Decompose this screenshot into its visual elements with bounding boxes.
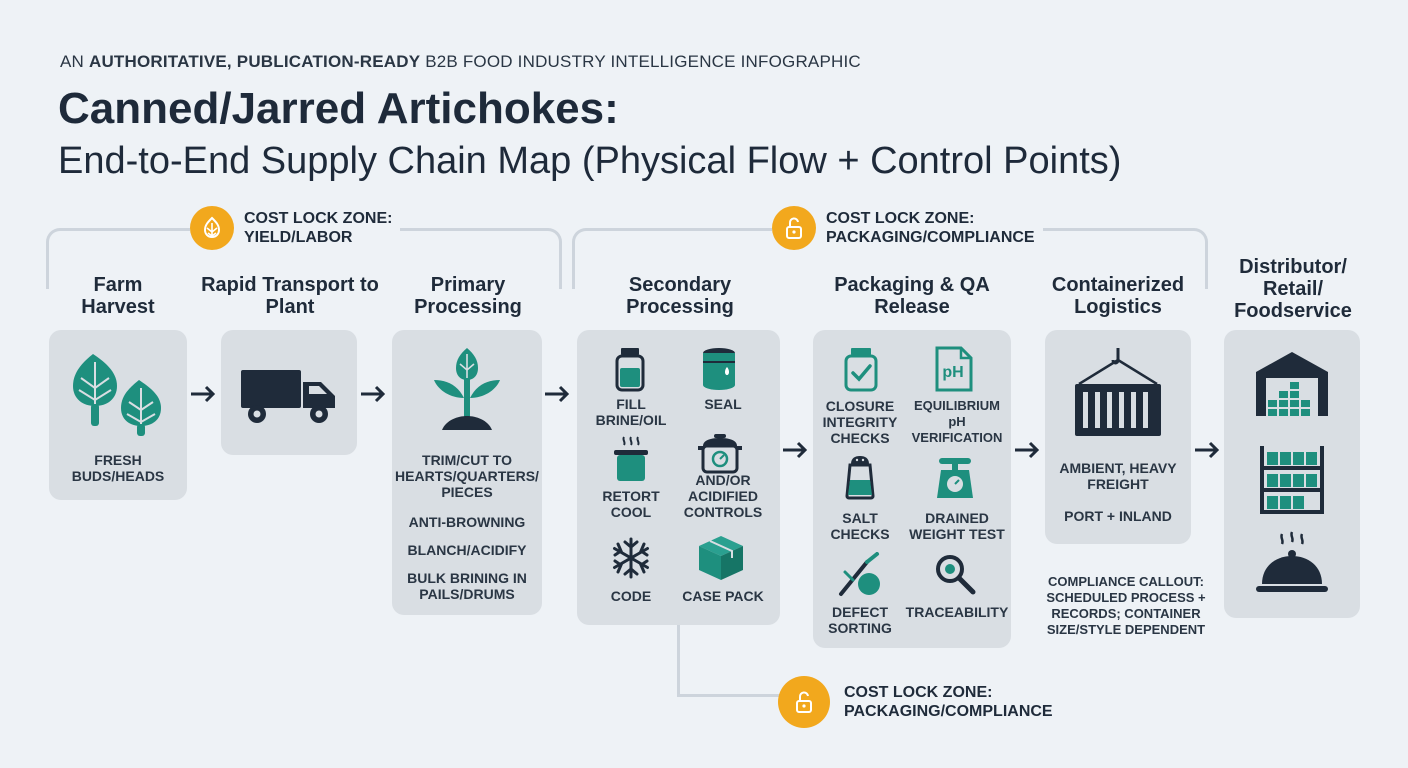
scale-icon (937, 458, 973, 498)
page-title: Canned/Jarred Artichokes: (58, 84, 619, 133)
secondary-code-label: CODE (610, 588, 652, 604)
farm-label: FRESH BUDS/HEADS (71, 452, 165, 484)
stage-title-logistics: Containerized Logistics (1051, 274, 1185, 318)
steaming-pot-icon (614, 436, 648, 481)
primary-step-antibrowning: ANTI-BROWNING (408, 514, 526, 530)
distributor-card (1224, 330, 1360, 618)
qa-defect-label: DEFECT SORTING (828, 604, 892, 636)
compliance-callout: COMPLIANCE CALLOUT: SCHEDULED PROCESS + … (1046, 574, 1206, 637)
secondary-card: FILL BRINE/OIL SEAL RETORT COOL AND/OR A… (577, 330, 780, 625)
primary-step-bulk-brining: BULK BRINING IN PAILS/DRUMS (407, 570, 527, 602)
qa-closure-label: CLOSURE INTEGRITY CHECKS (822, 398, 898, 446)
stage-title-distributor: Distributor/ Retail/ Foodservice (1234, 256, 1352, 322)
ph-icon-text: pH (942, 364, 964, 381)
magnifier-icon (936, 555, 976, 595)
jar-icon (615, 348, 645, 392)
qa-trace-label: TRACEABILITY (905, 604, 1009, 620)
primary-card: TRIM/CUT TO HEARTS/QUARTERS/ PIECES ANTI… (392, 330, 542, 615)
unlock-icon (772, 206, 816, 250)
warehouse-icon (1256, 352, 1328, 416)
jar-check-icon (844, 348, 878, 392)
supertitle: AN AUTHORITATIVE, PUBLICATION-READY B2B … (60, 52, 861, 71)
packaging-card: CLOSURE INTEGRITY CHECKS pH EQUILIBRIUM … (813, 330, 1011, 648)
stage-title-farm: Farm Harvest (81, 274, 155, 318)
primary-step-trim: TRIM/CUT TO HEARTS/QUARTERS/ PIECES (395, 452, 539, 500)
cloche-icon (1256, 531, 1328, 592)
qa-ph-label: EQUILIBRIUM pH VERIFICATION (911, 398, 1003, 445)
stage-title-packaging: Packaging & QA Release (834, 274, 990, 318)
secondary-fill-label: FILL BRINE/OIL (595, 396, 667, 428)
artichoke-plant-icon (434, 348, 500, 430)
retail-shelf-icon (1260, 446, 1324, 514)
farm-card: FRESH BUDS/HEADS (49, 330, 187, 500)
logistics-port-label: PORT + INLAND (1064, 508, 1172, 524)
secondary-seal-label: SEAL (704, 396, 742, 412)
container-crane-icon (1075, 348, 1161, 436)
unlock-icon (778, 676, 830, 728)
logistics-card: AMBIENT, HEAVY FREIGHT PORT + INLAND (1045, 330, 1191, 544)
page-subtitle: End-to-End Supply Chain Map (Physical Fl… (58, 140, 1122, 182)
flow-arrow-6 (1195, 441, 1220, 459)
artichoke-heads-icon (73, 354, 161, 436)
flow-arrow-2 (361, 385, 386, 403)
yield-zone-callout: COST LOCK ZONE:YIELD/LABOR (190, 206, 401, 250)
qa-weight-label: DRAINED WEIGHT TEST (909, 510, 1005, 542)
snowflake-icon (613, 537, 649, 579)
secondary-case-label: CASE PACK (682, 588, 764, 604)
logistics-ambient-label: AMBIENT, HEAVY FREIGHT (1059, 460, 1177, 492)
stage-title-primary: Primary Processing (414, 274, 522, 318)
primary-step-blanch: BLANCH/ACIDIFY (407, 542, 527, 558)
packaging-zone-callout-top: COST LOCK ZONE:PACKAGING/COMPLIANCE (772, 206, 1043, 250)
artichoke-icon (190, 206, 234, 250)
transport-card (221, 330, 357, 455)
stage-title-secondary: Secondary Processing (626, 274, 734, 318)
salt-shaker-icon (845, 456, 875, 500)
zone-connector-horizontal (677, 694, 781, 697)
flow-arrow-5 (1015, 441, 1040, 459)
stage-title-transport: Rapid Transport to Plant (201, 274, 379, 318)
ph-document-icon (935, 346, 973, 392)
secondary-acidified-label: AND/OR ACIDIFIED CONTROLS (683, 472, 763, 520)
zone-connector-vertical (677, 625, 680, 697)
can-icon (703, 348, 735, 390)
secondary-retort-label: RETORT COOL (602, 488, 660, 520)
pressure-cooker-icon (698, 434, 742, 474)
qa-salt-label: SALT CHECKS (830, 510, 890, 542)
flow-arrow-1 (191, 385, 216, 403)
flow-arrow-3 (545, 385, 570, 403)
truck-icon (241, 370, 335, 423)
packaging-zone-callout-bottom: COST LOCK ZONE:PACKAGING/COMPLIANCE (778, 676, 1053, 728)
flow-arrow-4 (783, 441, 808, 459)
box-icon (699, 536, 743, 580)
sorting-tools-icon (839, 552, 880, 596)
